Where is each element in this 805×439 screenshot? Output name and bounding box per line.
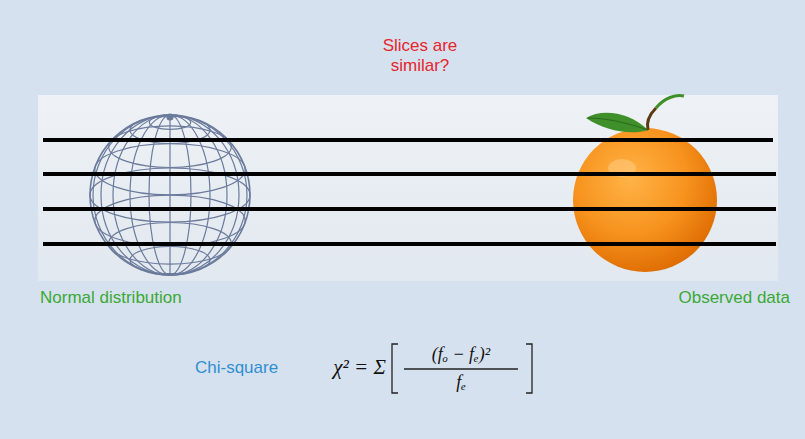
method-label: Chi-square: [195, 358, 278, 378]
title: Slices are similar?: [365, 36, 475, 77]
formula-numerator: (fₒ − fₑ)²: [432, 344, 490, 366]
fraction-bar: [404, 368, 518, 369]
caption-label: Normal distribution: [40, 288, 182, 308]
caption-label: Observed data: [678, 288, 790, 308]
formula-lhs: χ² = Σ: [333, 355, 386, 380]
formula-denominator: fₑ: [456, 372, 466, 394]
slice-lines: [43, 140, 776, 244]
formula-brackets: [392, 344, 532, 393]
photo-panel: [38, 95, 778, 281]
